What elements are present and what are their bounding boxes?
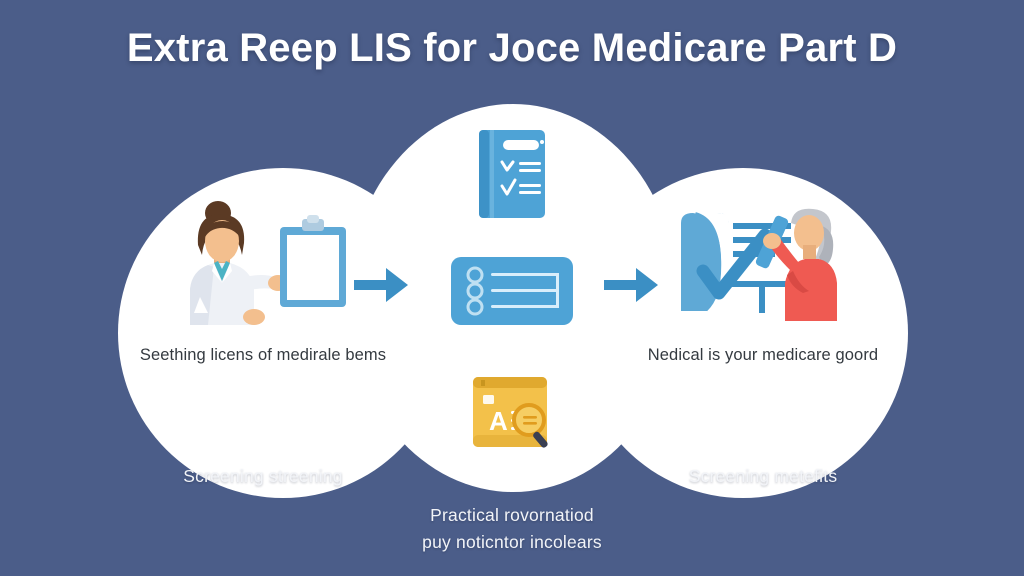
senior-woman-illustration-svg: [681, 208, 837, 321]
document-magnifier-icon-svg: A: [473, 377, 548, 448]
bottom-label-center-line1: Practical rovornatiod: [430, 505, 594, 525]
doctor-illustration-svg: [190, 201, 346, 325]
arrow-right-icon: [354, 268, 408, 302]
step-left-caption: Seething licens of medirale bems: [139, 346, 387, 364]
arrow-right-icon: [604, 268, 658, 302]
step-right-caption: Nedical is your medicare goord: [647, 346, 879, 364]
doctor-with-clipboard-illustration: [138, 196, 388, 326]
svg-text:A: A: [489, 406, 508, 436]
bottom-label-center: Practical rovornatiod puy noticntor inco…: [382, 502, 642, 556]
bottom-label-left: Screening streening: [183, 466, 343, 486]
arrow-right-2: [602, 262, 660, 313]
bottom-label-center-line2: puy noticntor incolears: [422, 532, 602, 553]
step-right: Nedical is your medicare goord: [638, 196, 888, 368]
page-title: Extra Reep LIS for Joce Medicare Part D: [126, 26, 898, 70]
checklist-book-icon: [0, 128, 1024, 220]
arrow-right-1: [352, 262, 410, 313]
list-card-icon-svg: [451, 257, 573, 325]
document-magnifier-icon: A: [0, 375, 1024, 451]
bottom-label-right: Screening metefits: [688, 466, 838, 486]
senior-woman-at-whiteboard-illustration: [638, 196, 888, 326]
list-card-icon: [0, 255, 1024, 327]
step-left: Seething licens of medirale bems: [138, 196, 388, 368]
checklist-book-icon-svg: [479, 130, 545, 218]
